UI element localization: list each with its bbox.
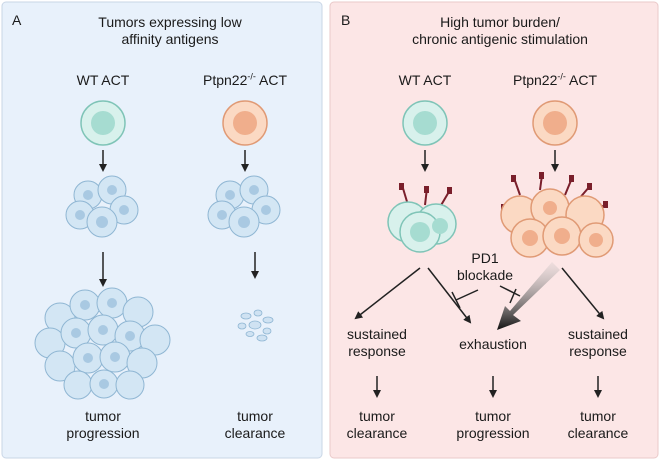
panel-a-tumor-debris — [237, 309, 274, 342]
panel-a-right-outcome-line1: tumor — [237, 408, 273, 424]
panel-b-left-outcome-line2: clearance — [346, 424, 408, 441]
panel-b-arrow-wt-to-exhaustion — [427, 267, 472, 324]
panel-b-title: High tumor burden/ chronic antigenic sti… — [345, 14, 655, 48]
panel-a-tumor-cluster-right — [207, 175, 281, 238]
panel-b-middle-outcome: tumor progression — [448, 408, 538, 442]
panel-a-tumor-large — [34, 287, 171, 400]
panel-b-pd1-line1: PD1 — [471, 250, 499, 266]
panel-b-title-line1: High tumor burden/ — [440, 14, 560, 30]
panel-b-letter: B — [341, 12, 351, 28]
panel-a-left-outcome: tumor progression — [53, 408, 153, 442]
panel-a-right-outcome-line2: clearance — [224, 424, 286, 441]
panel-b-middle-state: exhaustion — [459, 336, 527, 352]
panel-a-ko-label-suffix: ACT — [255, 72, 287, 88]
panel-a-wt-cell — [80, 100, 126, 146]
panel-b-ko-label-sup: -/- — [557, 71, 566, 82]
panel-b-left-state-line2: response — [348, 342, 406, 359]
panel-a-background — [1, 1, 323, 459]
panel-b-middle-outcome-line2: progression — [456, 424, 530, 441]
panel-b-ko-label-suffix: ACT — [565, 72, 597, 88]
panel-b-right-state-line2: response — [569, 342, 627, 359]
panel-a-ko-label: Ptpn22-/- ACT — [180, 72, 310, 89]
panel-b-left-outcome-line1: tumor — [359, 408, 395, 424]
panel-b-pd1-line2: blockade — [456, 266, 514, 283]
panel-b-title-line2: chronic antigenic stimulation — [412, 30, 588, 47]
panel-a-left-outcome-line2: progression — [66, 424, 140, 441]
panel-a-title: Tumors expressing low affinity antigens — [20, 14, 320, 48]
panel-a-right-outcome: tumor clearance — [205, 408, 305, 442]
panel-a-left-outcome-line1: tumor — [85, 408, 121, 424]
panel-b-left-state: sustained response — [337, 326, 417, 360]
panel-b-middle-outcome-line1: tumor — [475, 408, 511, 424]
panel-b-right-outcome-line1: tumor — [580, 408, 616, 424]
panel-a-tumor-cluster-left — [65, 175, 139, 238]
panel-b-left-state-line1: sustained — [347, 326, 407, 342]
panel-b-wt-label: WT ACT — [398, 72, 452, 88]
panel-b-ko-cell — [532, 100, 578, 146]
panel-b-ko-label-base: Ptpn22 — [513, 72, 558, 88]
panel-b-ko-cell-cluster — [500, 172, 614, 258]
panel-a-ko-label-base: Ptpn22 — [203, 72, 248, 88]
panel-b-right-outcome: tumor clearance — [558, 408, 638, 442]
panel-b-wt-cell — [402, 100, 448, 146]
panel-b-arrow-wt-to-sustained — [354, 267, 421, 320]
panel-a-title-line2: affinity antigens — [121, 30, 219, 47]
panel-a-wt-label: WT ACT — [76, 72, 130, 88]
panel-a-ko-label-sup: -/- — [247, 71, 256, 82]
panel-b-left-outcome: tumor clearance — [337, 408, 417, 442]
panel-b-pd1-inhibition-right — [499, 285, 521, 304]
panel-b-pd1-blockade-label: PD1 blockade — [445, 250, 525, 284]
panel-b-wt-cell-cluster — [387, 183, 457, 253]
panel-a-letter: A — [12, 12, 22, 28]
panel-a-title-line1: Tumors expressing low — [98, 14, 242, 30]
panel-a-ko-cell — [222, 100, 268, 146]
panel-b-arrow-ko-to-sustained — [561, 267, 605, 320]
panel-b-pd1-inhibition-left — [451, 289, 479, 309]
panel-b-thick-arrow-ko-to-exhaustion — [497, 262, 560, 330]
panel-b-ko-label: Ptpn22-/- ACT — [490, 72, 620, 89]
panel-b-right-state: sustained response — [558, 326, 638, 360]
panel-b-right-state-line1: sustained — [568, 326, 628, 342]
panel-b-right-outcome-line2: clearance — [567, 424, 629, 441]
